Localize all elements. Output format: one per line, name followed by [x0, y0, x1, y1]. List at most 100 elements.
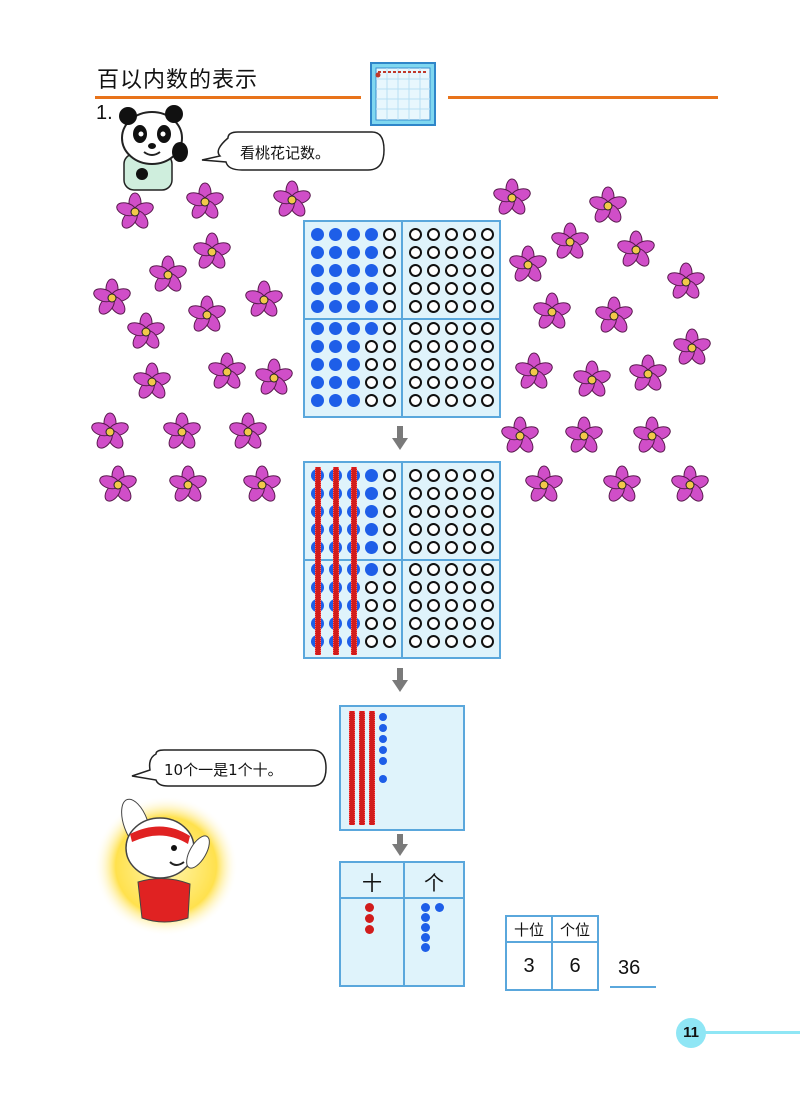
counter-dot-empty: [481, 340, 494, 353]
counter-dot-empty: [427, 394, 440, 407]
counter-dot-empty: [463, 300, 476, 313]
counter-dot-empty: [427, 505, 440, 518]
counter-dot-empty: [445, 322, 458, 335]
peach-blossom-icon: [149, 255, 187, 292]
counter-dot-empty: [409, 563, 422, 576]
counter-dot-empty: [409, 505, 422, 518]
tens-bead: [365, 914, 374, 923]
counter-dot-empty: [481, 228, 494, 241]
peach-blossom-icon: [501, 416, 539, 453]
counter-dot-empty: [383, 300, 396, 313]
panda-speech-bubble: 看桃花记数。: [198, 130, 388, 180]
peach-blossom-icon: [533, 292, 571, 329]
counter-dot-empty: [463, 340, 476, 353]
rabbit-illustration: [92, 788, 240, 942]
hundred-grid: [303, 220, 501, 418]
counter-dot-empty: [383, 358, 396, 371]
counter-dot-empty: [383, 246, 396, 259]
counter-dot-filled: [365, 523, 378, 536]
down-arrow-icon: [392, 668, 408, 698]
counter-dot-empty: [463, 282, 476, 295]
ten-stick: [349, 711, 355, 825]
counter-dot-empty: [383, 523, 396, 536]
counter-dot-filled: [311, 264, 324, 277]
peach-blossom-icon: [93, 278, 131, 315]
answer-underline: [610, 986, 656, 988]
tens-bead: [365, 925, 374, 934]
counter-dot-filled: [347, 358, 360, 371]
counter-dot-filled: [365, 487, 378, 500]
counter-dot-empty: [409, 358, 422, 371]
peach-blossom-icon: [603, 465, 641, 502]
counter-dot-empty: [427, 376, 440, 389]
counter-dot-empty: [409, 469, 422, 482]
counter-dot-filled: [347, 340, 360, 353]
ones-header: 个: [424, 871, 444, 895]
ten-bundle-line: [315, 467, 321, 655]
counter-dot-filled: [311, 300, 324, 313]
ones-place-header: 个位: [551, 915, 599, 943]
counter-dot-empty: [365, 635, 378, 648]
counter-dot-filled: [329, 246, 342, 259]
counter-dot-empty: [445, 469, 458, 482]
counter-dot-empty: [481, 523, 494, 536]
panda-speech-text: 看桃花记数。: [240, 144, 331, 162]
ones-bead: [421, 923, 430, 932]
ten-bundle-line: [333, 467, 339, 655]
counter-dot-empty: [409, 376, 422, 389]
counter-dot-empty: [481, 599, 494, 612]
counter-dot-empty: [409, 264, 422, 277]
counter-dot-empty: [383, 394, 396, 407]
peach-blossom-icon: [169, 465, 207, 502]
counter-dot-empty: [409, 246, 422, 259]
peach-blossom-icon: [673, 328, 711, 365]
counter-dot-empty: [383, 282, 396, 295]
counter-dot-empty: [481, 581, 494, 594]
counter-dot-empty: [463, 264, 476, 277]
peach-blossom-icon: [273, 180, 311, 217]
counter-dot-empty: [427, 487, 440, 500]
counter-dot-filled: [347, 300, 360, 313]
counter-dot-empty: [481, 264, 494, 277]
counter-dot-empty: [427, 246, 440, 259]
counter-dot-empty: [427, 541, 440, 554]
counter-dot-empty: [463, 599, 476, 612]
counter-dot-empty: [409, 581, 422, 594]
ones-bead: [421, 933, 430, 942]
counter-dot-empty: [383, 635, 396, 648]
peach-blossom-icon: [133, 362, 171, 399]
counter-dot-empty: [445, 376, 458, 389]
ones-bead: [435, 903, 444, 912]
counter-dot-empty: [427, 340, 440, 353]
ten-stick: [369, 711, 375, 825]
panda-illustration: [112, 102, 198, 196]
peach-blossom-icon: [127, 312, 165, 349]
counter-dot-empty: [463, 563, 476, 576]
counter-dot-empty: [481, 358, 494, 371]
counter-dot-empty: [463, 581, 476, 594]
one-bead: [379, 775, 387, 783]
counter-dot-filled: [329, 376, 342, 389]
counter-dot-empty: [445, 563, 458, 576]
counter-dot-filled: [311, 358, 324, 371]
counter-dot-empty: [463, 487, 476, 500]
counter-dot-empty: [365, 617, 378, 630]
counter-dot-filled: [329, 394, 342, 407]
tens-bead: [365, 903, 374, 912]
counter-dot-empty: [463, 635, 476, 648]
peach-blossom-field: [91, 178, 711, 502]
counter-dot-filled: [329, 358, 342, 371]
tens-header: 十: [362, 871, 382, 895]
counter-dot-filled: [347, 376, 360, 389]
peach-blossom-icon: [245, 280, 283, 317]
counter-dot-empty: [427, 617, 440, 630]
counter-dot-empty: [463, 469, 476, 482]
peach-blossom-icon: [91, 412, 129, 449]
counter-dot-filled: [311, 228, 324, 241]
peach-blossom-icon: [243, 465, 281, 502]
counter-dot-empty: [427, 228, 440, 241]
peach-blossom-icon: [671, 465, 709, 502]
counter-dot-empty: [383, 617, 396, 630]
peach-blossom-icon: [551, 222, 589, 259]
counter-dot-filled: [329, 264, 342, 277]
